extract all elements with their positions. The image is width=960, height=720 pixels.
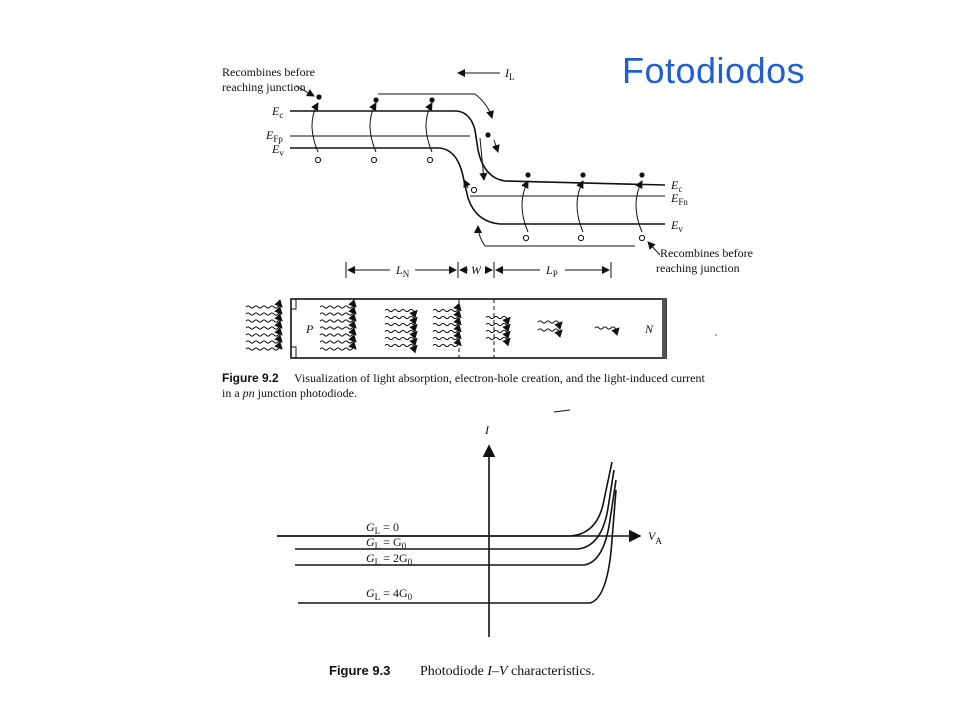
figure-9-3-caption: Figure 9.3 Photodiode I–V characteristic… (329, 663, 595, 679)
curve-label-3: GL = 4G0 (366, 586, 413, 602)
light-wave (319, 299, 357, 309)
junction-hole (470, 186, 478, 194)
light-wave (384, 329, 418, 340)
light-wave (384, 315, 418, 326)
light-wave (537, 328, 563, 338)
figure-9-3-number: Figure 9.3 (329, 663, 390, 678)
light-wave (319, 327, 357, 337)
ec-left-label: Ec (271, 104, 283, 120)
figure-9-2-caption: Figure 9.2 Visualization of light absorp… (222, 371, 705, 400)
band-diagram: Recombines before reaching junction IL E… (222, 65, 753, 279)
light-wave (432, 302, 462, 313)
light-wave (537, 320, 563, 330)
figure-9-2-line2: in a pn junction photodiode. (222, 386, 357, 400)
efp-left-label: EFp (265, 128, 283, 144)
electron-drift-arrow (378, 93, 494, 119)
ev-left-label: Ev (271, 142, 284, 158)
light-wave (384, 336, 418, 347)
junction-electron (485, 132, 491, 138)
curve-gl-g0 (295, 469, 615, 550)
light-wave (432, 316, 462, 327)
light-wave (485, 329, 511, 340)
light-wave (245, 299, 283, 309)
light-wave (485, 315, 511, 326)
ec-right-label: Ec (670, 178, 682, 194)
iv-chart: I VA GL = 0 GL = G0 GL = 2G0 GL = 4G0 (277, 423, 662, 637)
light-wave (384, 343, 418, 354)
hole-drift-arrow (474, 225, 635, 247)
generation-arrows-right (521, 172, 646, 242)
light-wave (384, 308, 418, 319)
recombine-left-line2: reaching junction (222, 80, 306, 94)
figure-9-2-line1: Visualization of light absorption, elect… (294, 371, 705, 385)
light-wave (384, 322, 418, 333)
light-wave (432, 309, 462, 320)
generation-arrows-left (311, 94, 435, 164)
curve-gl-0 (277, 461, 613, 537)
light-wave (594, 326, 620, 336)
light-wave (432, 330, 462, 341)
light-wave (245, 306, 283, 316)
slide-title: Fotodiodos (622, 50, 806, 91)
n-region-label: N (644, 322, 654, 336)
light-waves (245, 299, 620, 354)
efn-right-label: EFn (670, 191, 688, 207)
recombine-left-line1: Recombines before (222, 65, 315, 79)
current-label: IL (504, 66, 515, 82)
valence-band (290, 147, 665, 225)
recombine-left-arrow (295, 85, 315, 97)
light-wave (245, 313, 283, 323)
dimension-markers: LN W LP (345, 262, 612, 279)
light-wave (485, 322, 511, 333)
light-wave (319, 306, 357, 316)
curve-gl-2g0 (295, 479, 617, 566)
ln-label: LN (395, 263, 410, 279)
light-wave (245, 341, 283, 351)
light-wave (432, 323, 462, 334)
recombine-right-line2: reaching junction (656, 261, 740, 275)
recombine-right-line1: Recombines before (660, 246, 753, 260)
junction-bar: P N (245, 298, 667, 359)
light-wave (319, 320, 357, 330)
y-axis-label: I (484, 423, 490, 437)
light-wave (432, 337, 462, 348)
curve-label-0: GL = 0 (366, 520, 399, 536)
light-wave (319, 313, 357, 323)
light-wave (245, 334, 283, 344)
x-axis-label: VA (648, 529, 662, 546)
w-label: W (471, 263, 482, 277)
curve-label-1: GL = G0 (366, 535, 407, 551)
light-wave (485, 336, 511, 347)
p-region-label: P (305, 322, 314, 336)
recombine-right-arrow (647, 241, 661, 256)
light-wave (245, 320, 283, 330)
curve-label-2: GL = 2G0 (366, 551, 413, 567)
figure-9-2-number: Figure 9.2 (222, 371, 279, 385)
lp-label: LP (545, 263, 558, 279)
light-wave (319, 341, 357, 351)
figure-9-3-text: Photodiode I–V characteristics. (420, 664, 595, 679)
light-wave (319, 334, 357, 344)
curve-gl-4g0 (298, 489, 617, 604)
conduction-band (290, 110, 666, 186)
light-wave (245, 327, 283, 337)
ev-right-label: Ev (670, 218, 683, 234)
